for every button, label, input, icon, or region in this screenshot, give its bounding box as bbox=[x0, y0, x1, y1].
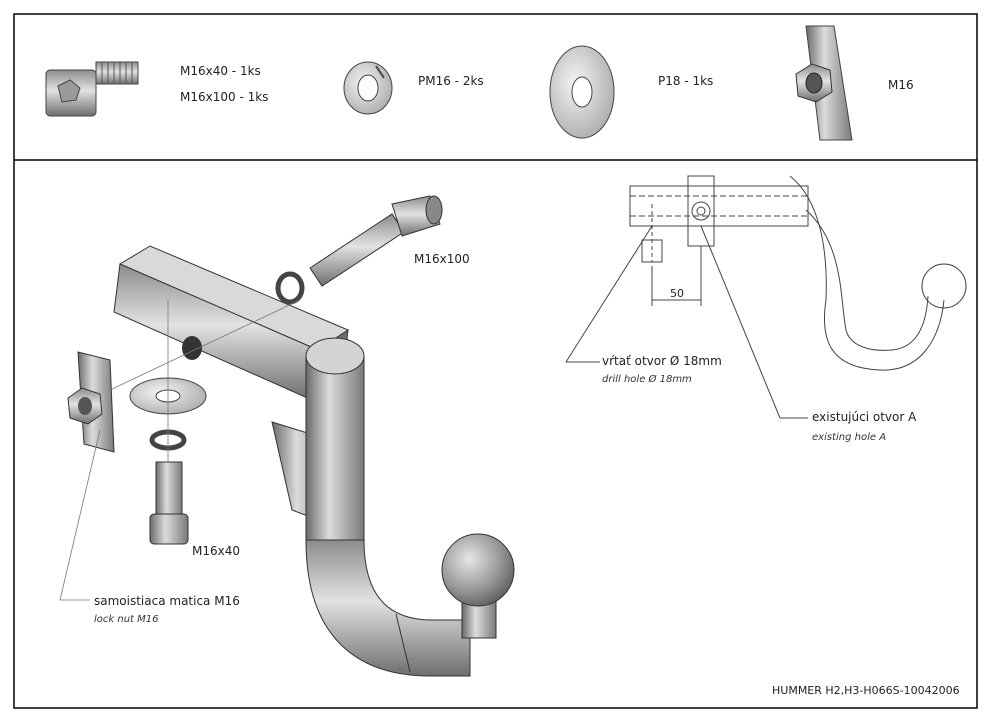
short-bolt-label: M16x40 bbox=[192, 544, 240, 558]
nut-plate-icon bbox=[795, 25, 853, 141]
drill-label: vŕtať otvor Ø 18mm bbox=[602, 354, 722, 368]
existing-hole-label: existujúci otvor A bbox=[812, 410, 917, 424]
flat-washer-icon bbox=[549, 45, 615, 139]
long-bolt bbox=[309, 195, 443, 287]
long-bolt-label: M16x100 bbox=[414, 252, 470, 266]
nut-plate-label: M16 bbox=[888, 78, 914, 92]
tow-ball bbox=[441, 533, 515, 639]
lock-nut-plate bbox=[67, 351, 115, 453]
bolt-b-label: M16x100 - 1ks bbox=[180, 90, 269, 104]
short-bolt bbox=[149, 461, 189, 545]
locknut-label: samoistiaca matica M16 bbox=[94, 594, 240, 608]
bolt-icon bbox=[45, 61, 139, 117]
spring-washer-icon bbox=[343, 61, 393, 115]
drill-label-en: drill hole Ø 18mm bbox=[602, 374, 692, 385]
drawing-code: HUMMER H2,H3-H066S-10042006 bbox=[772, 684, 960, 697]
bolt-a-label: M16x40 - 1ks bbox=[180, 64, 261, 78]
dimension-label: 50 bbox=[670, 287, 684, 300]
locknut-label-en: lock nut M16 bbox=[94, 614, 159, 625]
tow-arm bbox=[305, 337, 471, 677]
spring-washer-label: PM16 - 2ks bbox=[418, 74, 484, 88]
outer-frame bbox=[13, 13, 978, 709]
spring-washer-upper bbox=[275, 271, 305, 305]
existing-hole-label-en: existing hole A bbox=[812, 432, 887, 443]
detail-drawing bbox=[565, 175, 967, 419]
flat-washer-label: P18 - 1ks bbox=[658, 74, 714, 88]
